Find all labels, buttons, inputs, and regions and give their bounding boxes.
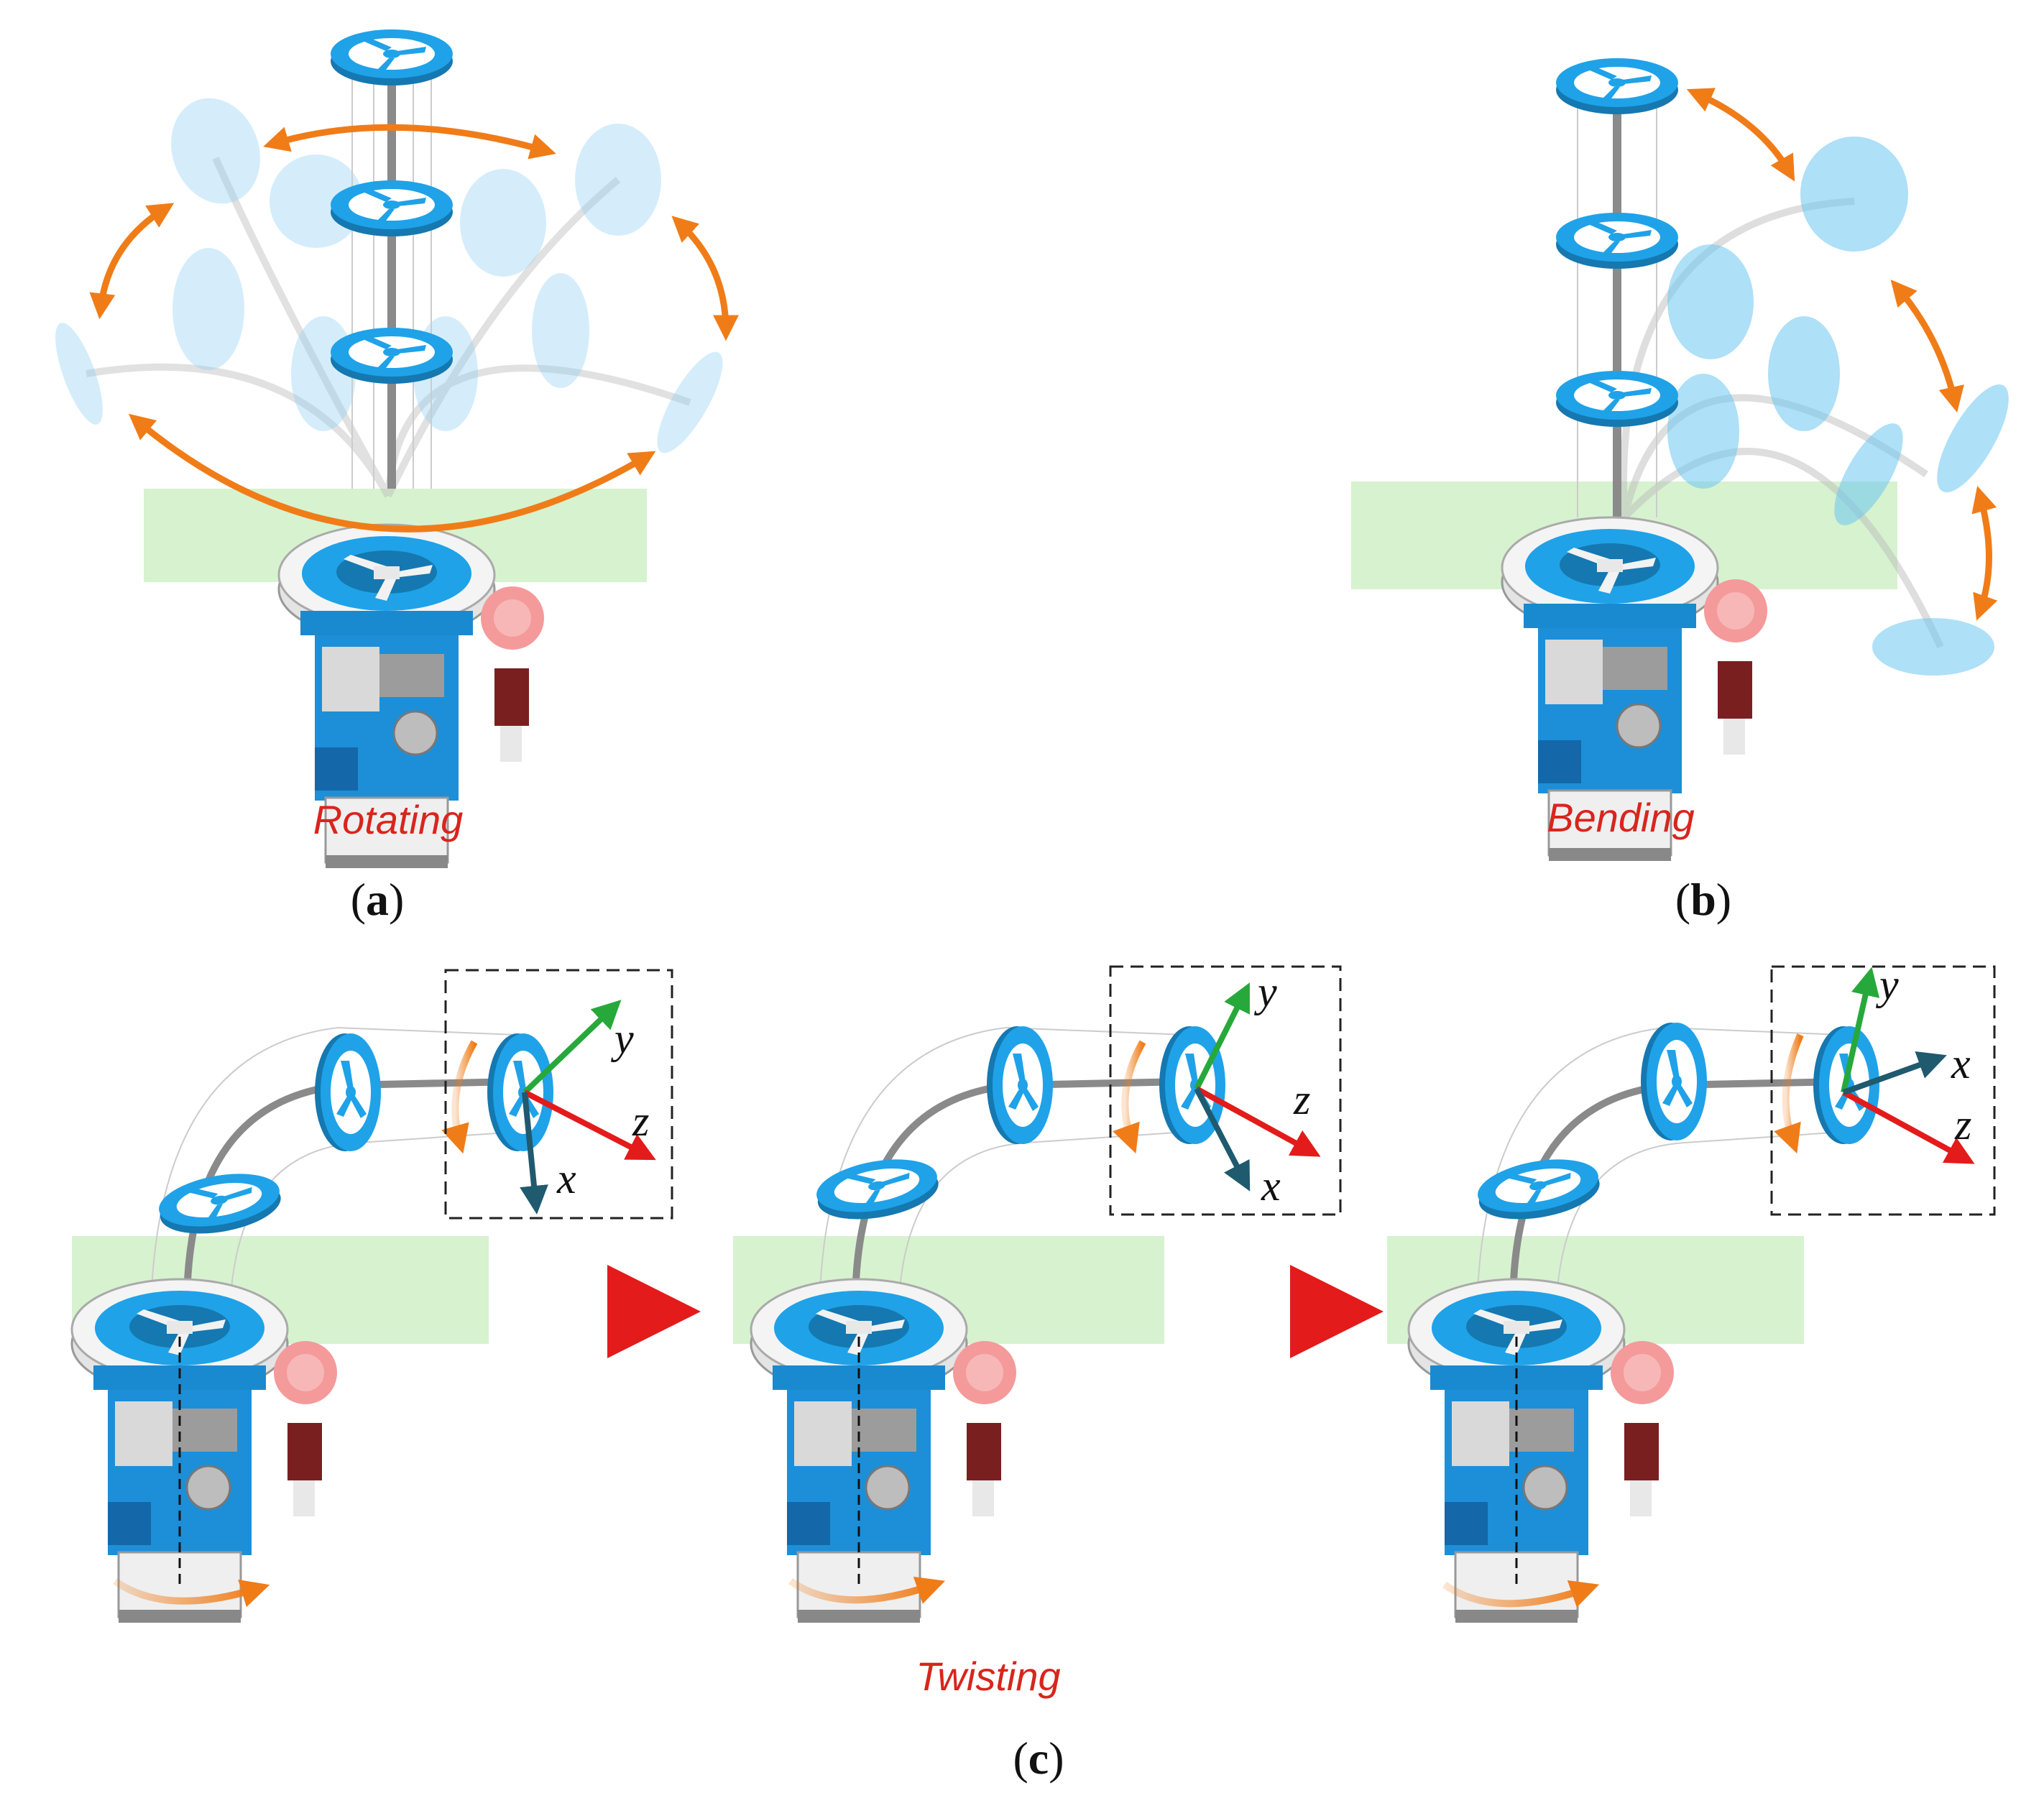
- panel-a-illustration: [55, 29, 739, 870]
- detail-box-1: [444, 969, 673, 1220]
- axis-z-label: z: [1293, 1076, 1310, 1123]
- panel-c-illustration: y z x y z x: [70, 961, 1996, 1624]
- mode-label-rotating: Rotating: [313, 797, 464, 842]
- axis-x-arrow: [1842, 1051, 1947, 1095]
- bending-arrows: [1686, 88, 1998, 621]
- rotation-arrows: [89, 124, 739, 533]
- axis-x-arrow: [1194, 1087, 1251, 1192]
- mode-label-twisting: Twisting: [916, 1654, 1061, 1699]
- axis-x-label: x: [556, 1155, 576, 1202]
- axis-x-label: x: [1261, 1162, 1281, 1209]
- axis-y-arrow: [522, 1000, 622, 1095]
- axis-y-label: y: [610, 1015, 634, 1062]
- axis-y-label: y: [1875, 961, 1899, 1008]
- panel-label-c: (c): [1013, 1733, 1064, 1784]
- axis-x-label: x: [1951, 1040, 1971, 1087]
- mode-label-bending: Bending: [1547, 795, 1695, 840]
- axis-z-label: z: [632, 1097, 649, 1145]
- axis-z-arrow: [1195, 1086, 1321, 1157]
- axis-x-arrow: [520, 1092, 548, 1215]
- axis-z-arrow: [1842, 1089, 1975, 1164]
- twist-frame-1: y z x: [70, 969, 673, 1624]
- panel-label-a: (a): [350, 874, 405, 925]
- axis-z-label: z: [1954, 1101, 1971, 1148]
- axis-y-arrow: [1194, 982, 1250, 1090]
- detail-box-3: [1770, 965, 1996, 1216]
- panel-label-b: (b): [1675, 874, 1732, 925]
- axis-y-arrow: [1841, 967, 1880, 1093]
- twist-frame-3: y x z: [1387, 961, 1996, 1624]
- axis-y-label: y: [1253, 968, 1277, 1015]
- twist-frame-2: y z x: [733, 965, 1342, 1624]
- axis-z-arrow: [523, 1089, 656, 1161]
- panel-b-illustration: [1351, 58, 2009, 862]
- detail-box-2: [1109, 965, 1342, 1216]
